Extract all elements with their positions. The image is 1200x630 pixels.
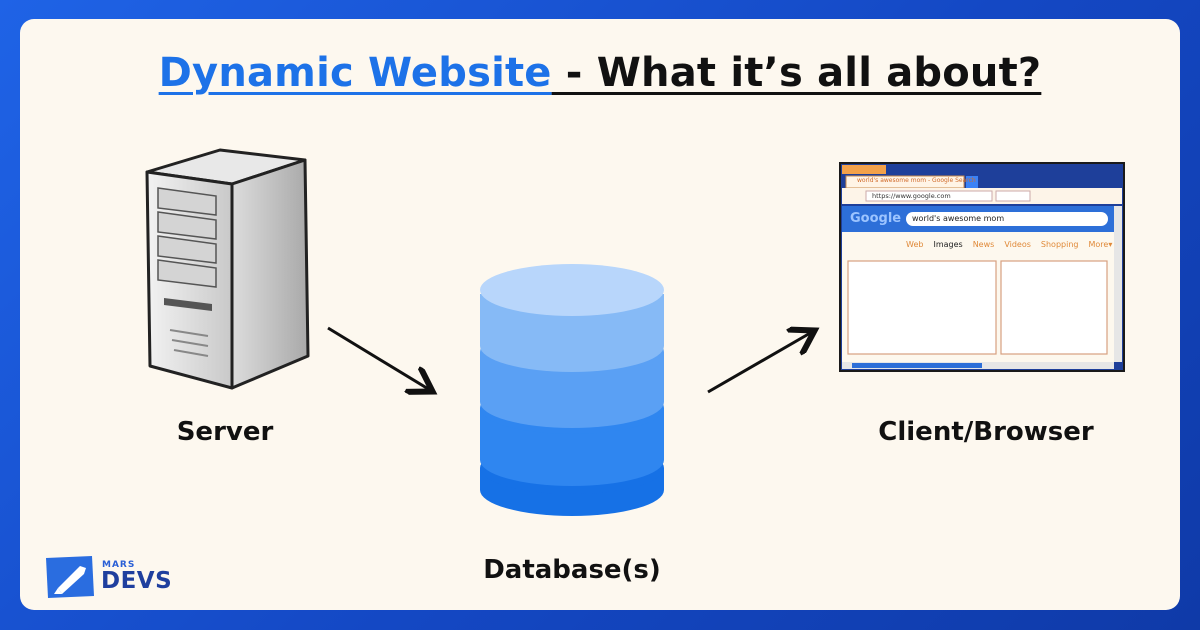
mars-devs-logo-icon: [46, 556, 94, 598]
browser-tab-text: world's awesome mom - Google Search: [857, 177, 976, 184]
client-label: Client/Browser: [878, 417, 1094, 447]
title-highlight: Dynamic Website: [158, 50, 552, 96]
browser-nav: Web Images News Videos Shopping More▾: [906, 240, 1112, 249]
browser-icon: [839, 162, 1125, 372]
browser-url: https://www.google.com: [872, 192, 951, 200]
page-title: Dynamic Website - What it’s all about?: [0, 50, 1200, 96]
browser-nav-item: Videos: [1004, 240, 1031, 249]
browser-nav-item: Shopping: [1040, 240, 1079, 249]
brand-big: DEVS: [101, 568, 173, 594]
database-icon: [480, 264, 664, 516]
arrow-server-to-database: [327, 326, 430, 390]
browser-nav-item: Web: [906, 240, 924, 249]
arrow-database-to-client: [707, 332, 812, 394]
browser-nav-item: More▾: [1088, 240, 1113, 249]
brand-small: MARS: [102, 560, 136, 570]
browser-nav-item: Images: [933, 240, 963, 249]
server-icon: [145, 148, 310, 390]
browser-nav-item: News: [972, 240, 995, 249]
database-label: Database(s): [483, 555, 661, 585]
browser-search-value: world's awesome mom: [912, 214, 1005, 223]
server-label: Server: [176, 417, 274, 447]
browser-logo: Google: [850, 211, 902, 226]
title-rest: - What it’s all about?: [551, 50, 1042, 96]
